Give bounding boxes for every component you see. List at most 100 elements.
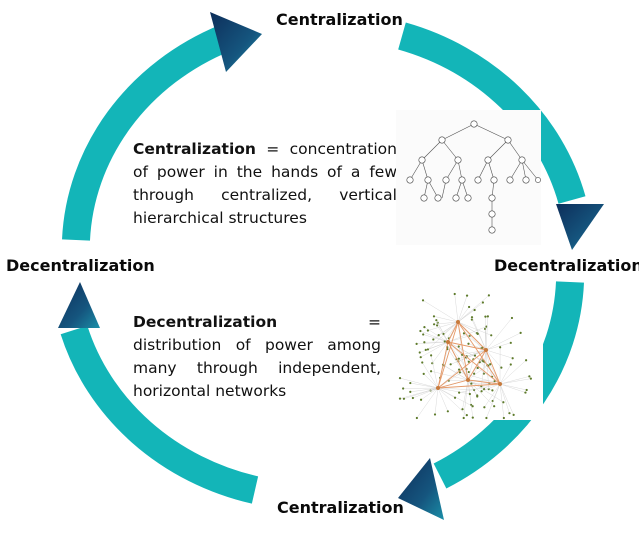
network-node: [529, 377, 532, 380]
network-node: [486, 315, 489, 318]
network-spoke: [425, 341, 449, 351]
network-node: [473, 354, 477, 357]
network-spoke: [457, 309, 475, 323]
network-node: [473, 372, 476, 375]
network-spoke: [499, 383, 526, 393]
decentralization-term: Decentralization: [133, 313, 278, 331]
network-node: [398, 397, 402, 400]
network-spoke: [430, 355, 439, 389]
network-node: [490, 334, 493, 337]
network-node: [458, 391, 461, 394]
centralization-text: = concentration of power in the hands of…: [133, 140, 397, 227]
network-node: [409, 381, 412, 385]
network-graph-icon: [398, 292, 543, 420]
network-node: [422, 333, 425, 336]
network-spoke: [410, 382, 439, 389]
network-node: [418, 351, 421, 354]
network-spoke: [499, 383, 505, 419]
network-node: [457, 357, 460, 360]
network-spoke: [457, 321, 478, 335]
network-spoke: [499, 383, 527, 391]
network-spoke: [427, 321, 459, 331]
network-node: [419, 398, 423, 401]
network-node: [525, 359, 528, 362]
network-node: [470, 318, 474, 321]
network-node: [426, 329, 429, 332]
network-node: [402, 397, 406, 400]
network-spoke: [457, 295, 468, 323]
network-node: [415, 416, 418, 420]
network-spoke: [485, 349, 493, 377]
network-node: [465, 294, 469, 297]
network-spoke: [399, 387, 439, 399]
network-spoke: [471, 317, 487, 351]
network-node: [469, 403, 473, 407]
network-node: [491, 389, 494, 392]
network-spoke: [437, 368, 467, 389]
network-spoke: [422, 300, 459, 323]
network-hub: [456, 320, 460, 324]
network-node: [487, 294, 490, 297]
network-spoke: [410, 387, 439, 393]
network-hub: [498, 382, 502, 386]
arrowhead-bottom-left: [58, 282, 100, 328]
network-node: [483, 406, 486, 409]
network-spoke: [467, 359, 474, 381]
network-node: [476, 332, 479, 335]
network-hub: [484, 348, 488, 352]
network-spoke: [437, 387, 456, 398]
network-node: [432, 338, 435, 341]
network-spoke: [499, 360, 527, 385]
network-hub-edge: [447, 341, 501, 385]
network-node: [409, 390, 412, 393]
network-spoke: [447, 335, 470, 343]
label-decentralization-left: Decentralization: [6, 256, 155, 275]
network-node: [473, 308, 476, 312]
network-spoke: [437, 387, 470, 395]
network-hub-edge: [447, 321, 459, 343]
arrowhead-top-left: [210, 12, 262, 72]
network-spoke: [457, 321, 492, 336]
network-node: [484, 315, 487, 318]
network-hub-edge: [485, 349, 501, 385]
label-centralization-bottom: Centralization: [277, 498, 404, 517]
network-node: [467, 370, 470, 374]
network-node: [423, 326, 426, 329]
network-node: [509, 341, 512, 344]
network-node: [421, 361, 424, 364]
network-node: [424, 348, 427, 351]
arrowhead-top-right: [556, 204, 604, 250]
network-hub-edge: [457, 321, 487, 351]
ring-segment-bottom-left: [60, 325, 259, 504]
network-spoke: [457, 302, 484, 323]
network-node: [468, 392, 471, 396]
network-node: [435, 319, 438, 322]
network-spoke: [485, 316, 487, 351]
network-hub-edge: [447, 341, 487, 351]
network-node: [432, 323, 436, 326]
network-node: [524, 391, 527, 394]
network-node: [402, 387, 405, 390]
network-spoke: [432, 341, 449, 364]
network-node: [429, 370, 433, 373]
network-spoke: [444, 321, 459, 342]
ring-segment-top-left: [62, 25, 231, 241]
network-node: [430, 354, 433, 357]
network-spoke: [454, 293, 459, 323]
network-node: [467, 342, 470, 345]
network-spoke: [474, 355, 501, 385]
network-spoke: [462, 379, 469, 410]
network-spoke: [423, 334, 449, 343]
network-node: [457, 368, 461, 371]
network-node: [422, 372, 425, 375]
network-hub: [436, 386, 440, 390]
network-spoke: [485, 342, 511, 351]
network-spoke: [485, 316, 489, 351]
decentralization-definition: Decentralization = distribution of power…: [133, 311, 381, 403]
network-spoke: [485, 332, 521, 351]
network-spoke: [423, 373, 439, 389]
network-spoke: [420, 341, 449, 358]
network-node: [467, 360, 470, 363]
network-spoke: [467, 379, 485, 390]
network-node: [461, 408, 464, 411]
